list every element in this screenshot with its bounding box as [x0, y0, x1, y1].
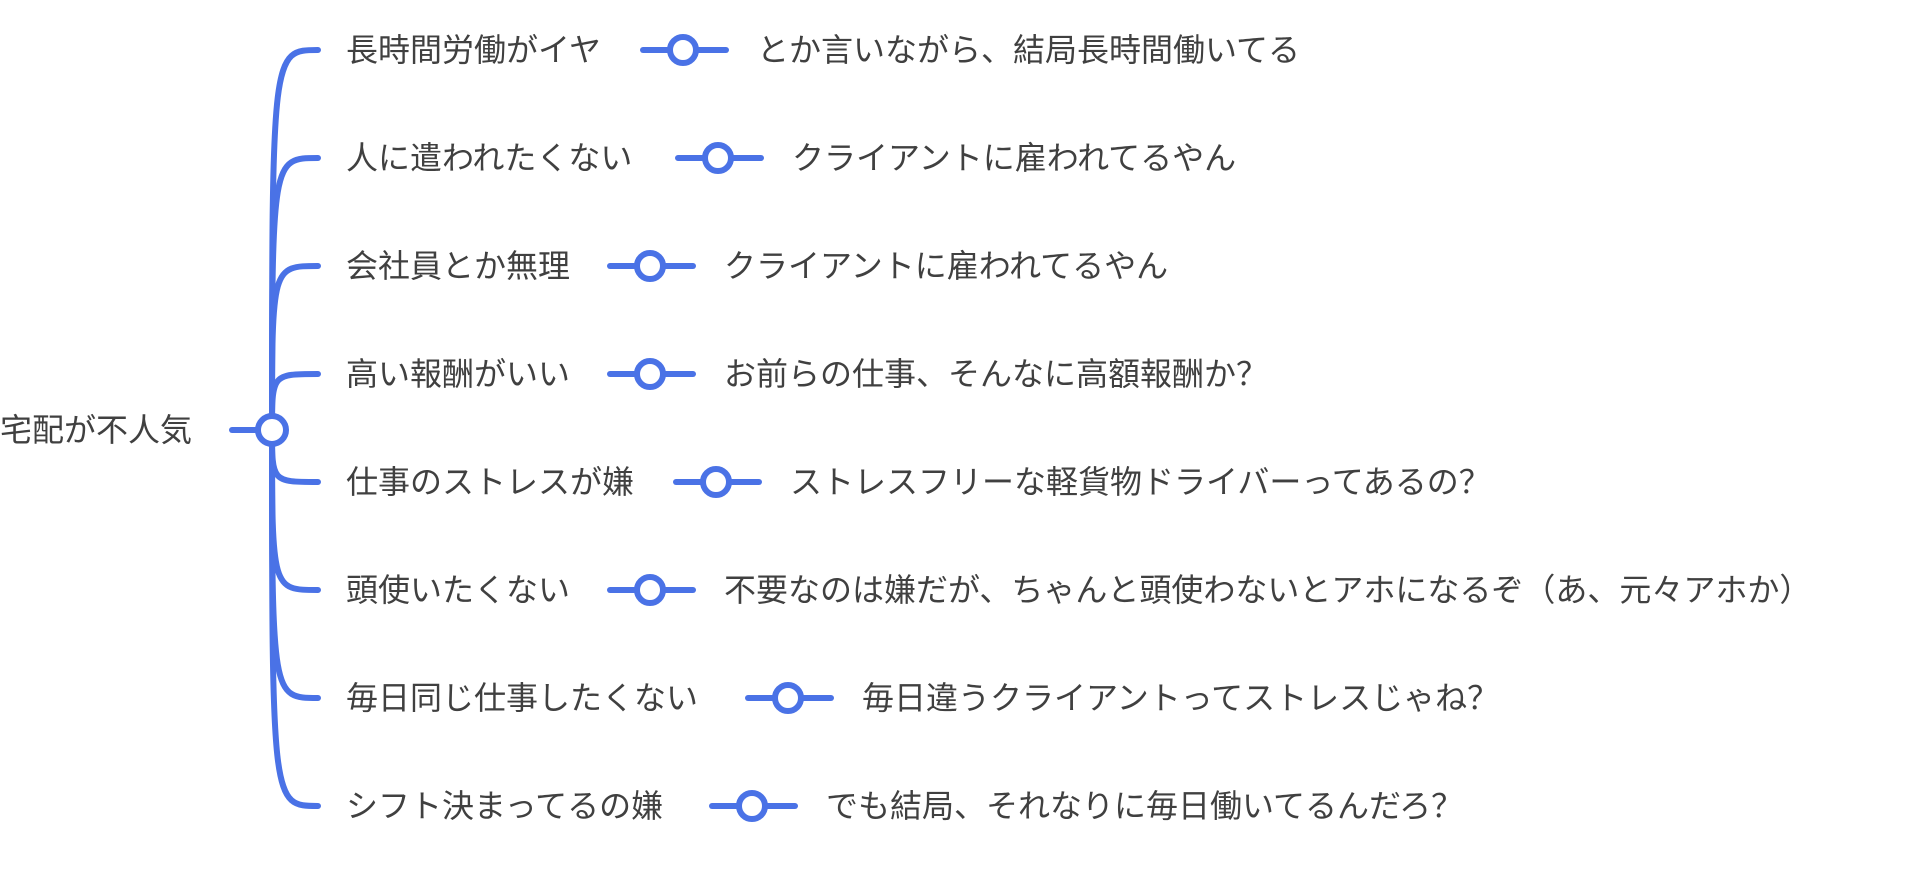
connector-circle-3 — [634, 250, 666, 282]
response-node-2[interactable]: クライアントに雇われてるやん — [792, 139, 1237, 177]
root-hub-circle — [255, 413, 289, 447]
branch-node-2[interactable]: 人に遣われたくない — [346, 139, 633, 177]
branch-node-5[interactable]: 仕事のストレスが嫌 — [346, 463, 635, 501]
connector-circle-8 — [736, 790, 768, 822]
branch-node-4[interactable]: 高い報酬がいい — [346, 355, 571, 393]
branch-node-1[interactable]: 長時間労働がイヤ — [346, 31, 602, 69]
connector-circle-6 — [634, 574, 666, 606]
connector-circle-7 — [772, 682, 804, 714]
response-node-7[interactable]: 毎日違うクライアントってストレスじゃね？ — [862, 679, 1500, 717]
root-node[interactable]: 宅配が不人気 — [0, 411, 193, 449]
response-node-1[interactable]: とか言いながら、結局長時間働いてる — [757, 31, 1301, 69]
connector-circle-5 — [700, 466, 732, 498]
branch-curve-3 — [269, 263, 321, 433]
response-node-5[interactable]: ストレスフリーな軽貨物ドライバーってあるの？ — [790, 463, 1491, 501]
branch-node-7[interactable]: 毎日同じ仕事したくない — [346, 679, 699, 717]
branch-node-6[interactable]: 頭使いたくない — [346, 571, 571, 609]
branch-node-8[interactable]: シフト決まってるの嫌 — [346, 787, 664, 825]
branch-curve-6 — [269, 427, 321, 593]
connector-circle-1 — [667, 34, 699, 66]
response-node-3[interactable]: クライアントに雇われてるやん — [724, 247, 1169, 285]
response-node-8[interactable]: でも結局、それなりに毎日働いてるんだろ？ — [826, 787, 1464, 825]
branch-node-3[interactable]: 会社員とか無理 — [346, 247, 571, 285]
response-node-6[interactable]: 不要なのは嫌だが、ちゃんと頭使わないとアホになるぞ（あ、元々アホか） — [724, 571, 1812, 609]
branch-curve-8 — [269, 427, 321, 809]
connector-circle-4 — [634, 358, 666, 390]
response-node-4[interactable]: お前らの仕事、そんなに高額報酬か？ — [724, 355, 1269, 393]
connector-circle-2 — [702, 142, 734, 174]
